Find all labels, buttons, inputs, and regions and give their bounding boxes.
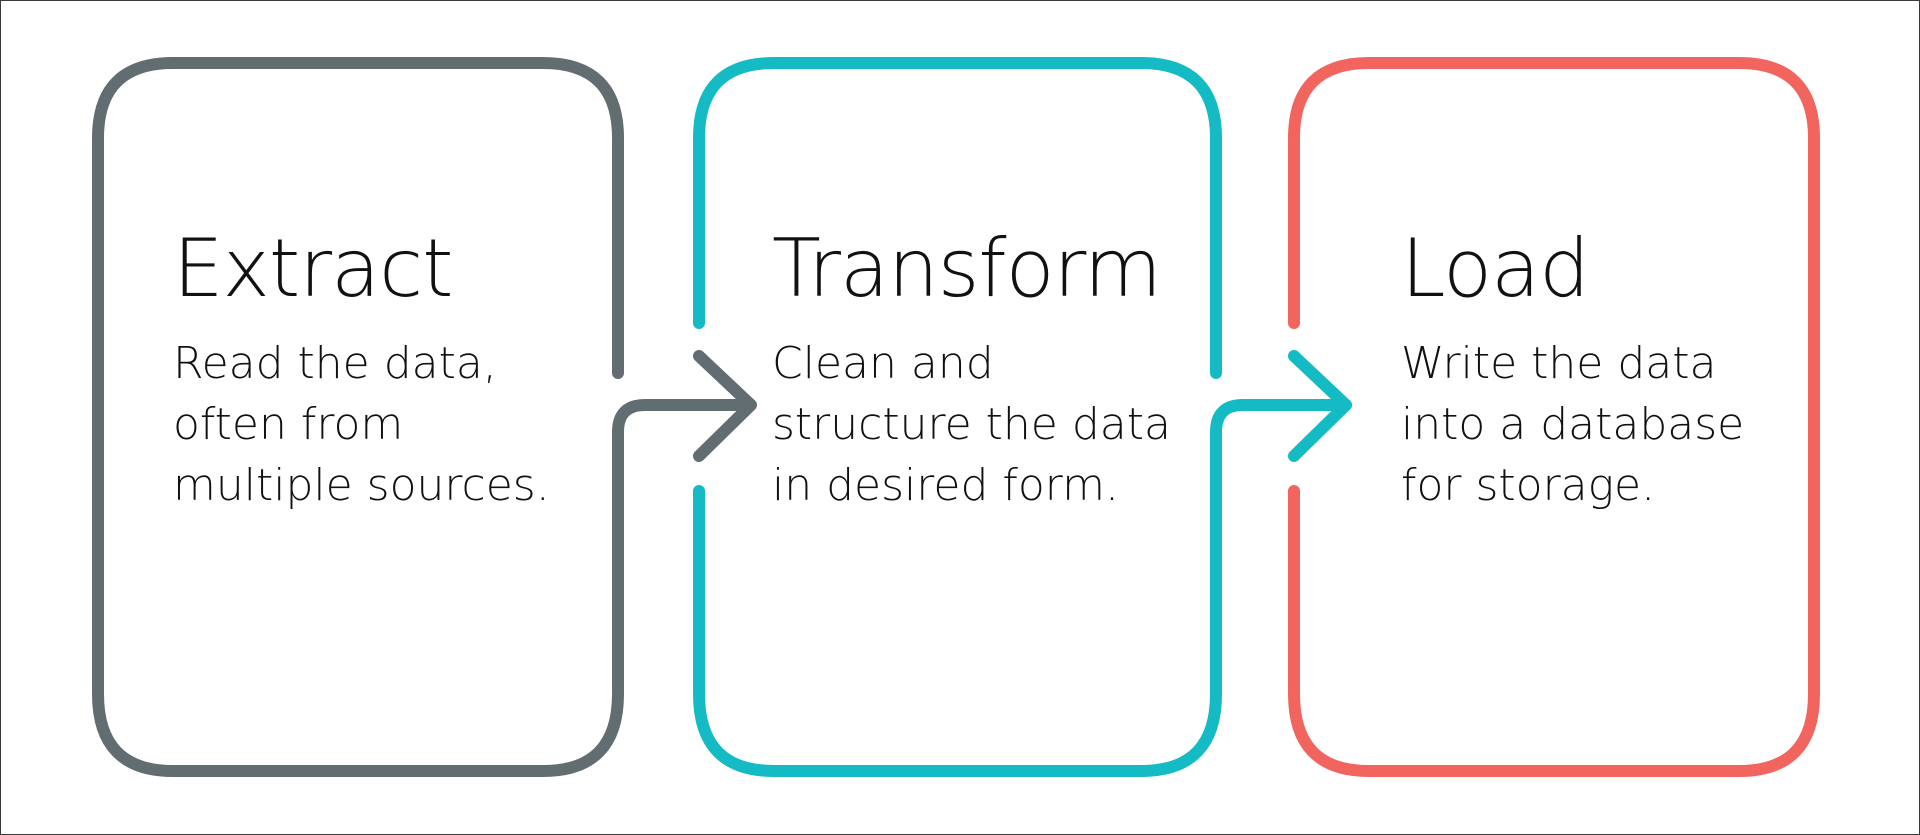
transform-desc-line: in desired form. xyxy=(772,460,1119,511)
extract-desc-line: often from xyxy=(173,399,404,450)
extract-desc-line: multiple sources. xyxy=(173,460,550,511)
load-stage: Load Write the data into a database for … xyxy=(1401,229,1744,516)
extract-description: Read the data, often from multiple sourc… xyxy=(173,333,550,516)
extract-arrow-head xyxy=(693,350,757,462)
transform-arrow-head xyxy=(1288,350,1352,462)
load-desc-line: into a database xyxy=(1401,399,1745,450)
extract-title: Extract xyxy=(173,222,454,315)
transform-desc-line: Clean and xyxy=(772,338,994,389)
load-desc-line: Write the data xyxy=(1401,338,1717,389)
load-title: Load xyxy=(1401,222,1590,315)
load-box-outline-top xyxy=(1288,57,1820,777)
transform-box-outline-bottom xyxy=(693,399,1352,777)
extract-desc-line: Read the data, xyxy=(173,338,497,389)
transform-stage: Transform Clean and structure the data i… xyxy=(772,229,1171,516)
transform-description: Clean and structure the data in desired … xyxy=(772,333,1171,516)
load-desc-line: for storage. xyxy=(1401,460,1656,511)
transform-box-outline-top xyxy=(693,57,1222,379)
load-description: Write the data into a database for stora… xyxy=(1401,333,1744,516)
extract-stage: Extract Read the data, often from multip… xyxy=(173,229,550,516)
transform-title: Transform xyxy=(772,222,1162,315)
extract-box-outline xyxy=(92,57,755,777)
transform-desc-line: structure the data xyxy=(772,399,1171,450)
